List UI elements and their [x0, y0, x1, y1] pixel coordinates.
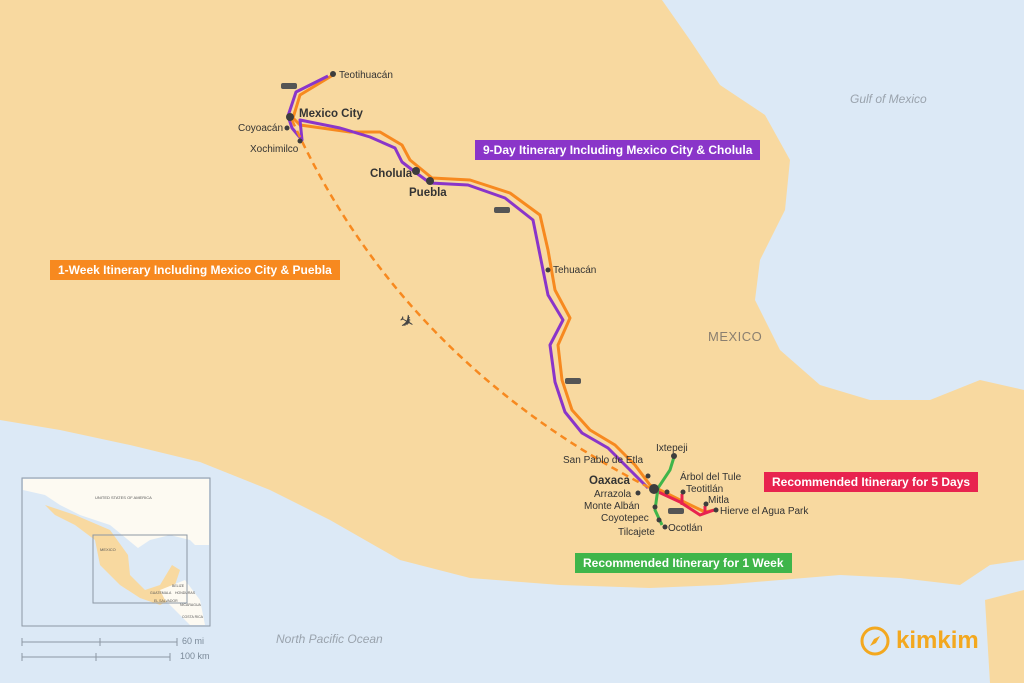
inset-label-costa-rica: COSTA RICA [182, 615, 204, 619]
inset-map: UNITED STATES OF AMERICA MEXICO GUATEMAL… [21, 477, 211, 627]
badge-5-day-itinerary[interactable]: Recommended Itinerary for 5 Days [764, 472, 979, 492]
label-xochimilco: Xochimilco [250, 144, 299, 155]
inset-label-nicaragua: NICARAGUA [180, 603, 201, 607]
label-ocotlan: Ocotlán [668, 523, 702, 534]
inset-label-usa: UNITED STATES OF AMERICA [95, 495, 152, 500]
label-arbol-del-tule: Árbol del Tule [680, 470, 742, 483]
compass-icon [860, 626, 890, 656]
scale-miles: 60 mi [182, 636, 205, 646]
label-gulf-of-mexico: Gulf of Mexico [850, 92, 927, 106]
scale-km: 100 km [180, 651, 210, 661]
land-mainland [0, 0, 1024, 588]
car-icon [668, 508, 684, 514]
label-coyotepec: Coyotepec [601, 513, 649, 524]
inset-label-belize: BELIZE [172, 584, 185, 588]
label-pacific-ocean: North Pacific Ocean [276, 632, 383, 646]
label-country: MEXICO [708, 329, 762, 344]
label-teotitlan: Teotitlán [686, 484, 723, 495]
label-tehuacan: Tehuacán [553, 265, 596, 276]
label-hierve-el-agua: Hierve el Agua Park [720, 506, 809, 517]
place-markers [284, 71, 719, 530]
car-icon [565, 378, 581, 384]
inset-label-guatemala: GUATEMALA [150, 591, 172, 595]
label-cholula: Cholula [370, 168, 413, 180]
label-san-pablo-de-etla: San Pablo de Etla [563, 455, 643, 466]
land-guatemala [985, 590, 1024, 683]
label-oaxaca: Oaxaca [589, 475, 631, 487]
badge-1-week-itinerary[interactable]: Recommended Itinerary for 1 Week [575, 553, 792, 573]
route-5-days [653, 488, 715, 517]
scale-bars [21, 638, 178, 661]
inset-label-honduras: HONDURAS [175, 591, 196, 595]
label-ixtepeji: Ixtepeji [656, 443, 688, 454]
inset-label-el-salvador: EL SALVADOR [154, 599, 178, 603]
label-tilcajete: Tilcajete [618, 527, 655, 538]
inset-label-mexico: MEXICO [100, 547, 116, 552]
badge-1-week-itinerary-puebla[interactable]: 1-Week Itinerary Including Mexico City &… [50, 260, 340, 280]
label-puebla: Puebla [409, 187, 447, 199]
brand-name: kimkim [896, 627, 979, 654]
kimkim-logo: kimkim [860, 626, 979, 656]
label-teotihuacan: Teotihuacán [339, 70, 393, 81]
label-coyoacan: Coyoacán [238, 123, 283, 134]
badge-9-day-itinerary[interactable]: 9-Day Itinerary Including Mexico City & … [475, 140, 761, 160]
car-icon [494, 207, 510, 213]
car-icon [281, 83, 297, 89]
label-arrazola: Arrazola [594, 489, 632, 500]
flight-route [290, 119, 651, 490]
label-mexico-city: Mexico City [299, 108, 364, 120]
label-monte-alban: Monte Albán [584, 501, 640, 512]
label-mitla: Mitla [708, 495, 730, 506]
